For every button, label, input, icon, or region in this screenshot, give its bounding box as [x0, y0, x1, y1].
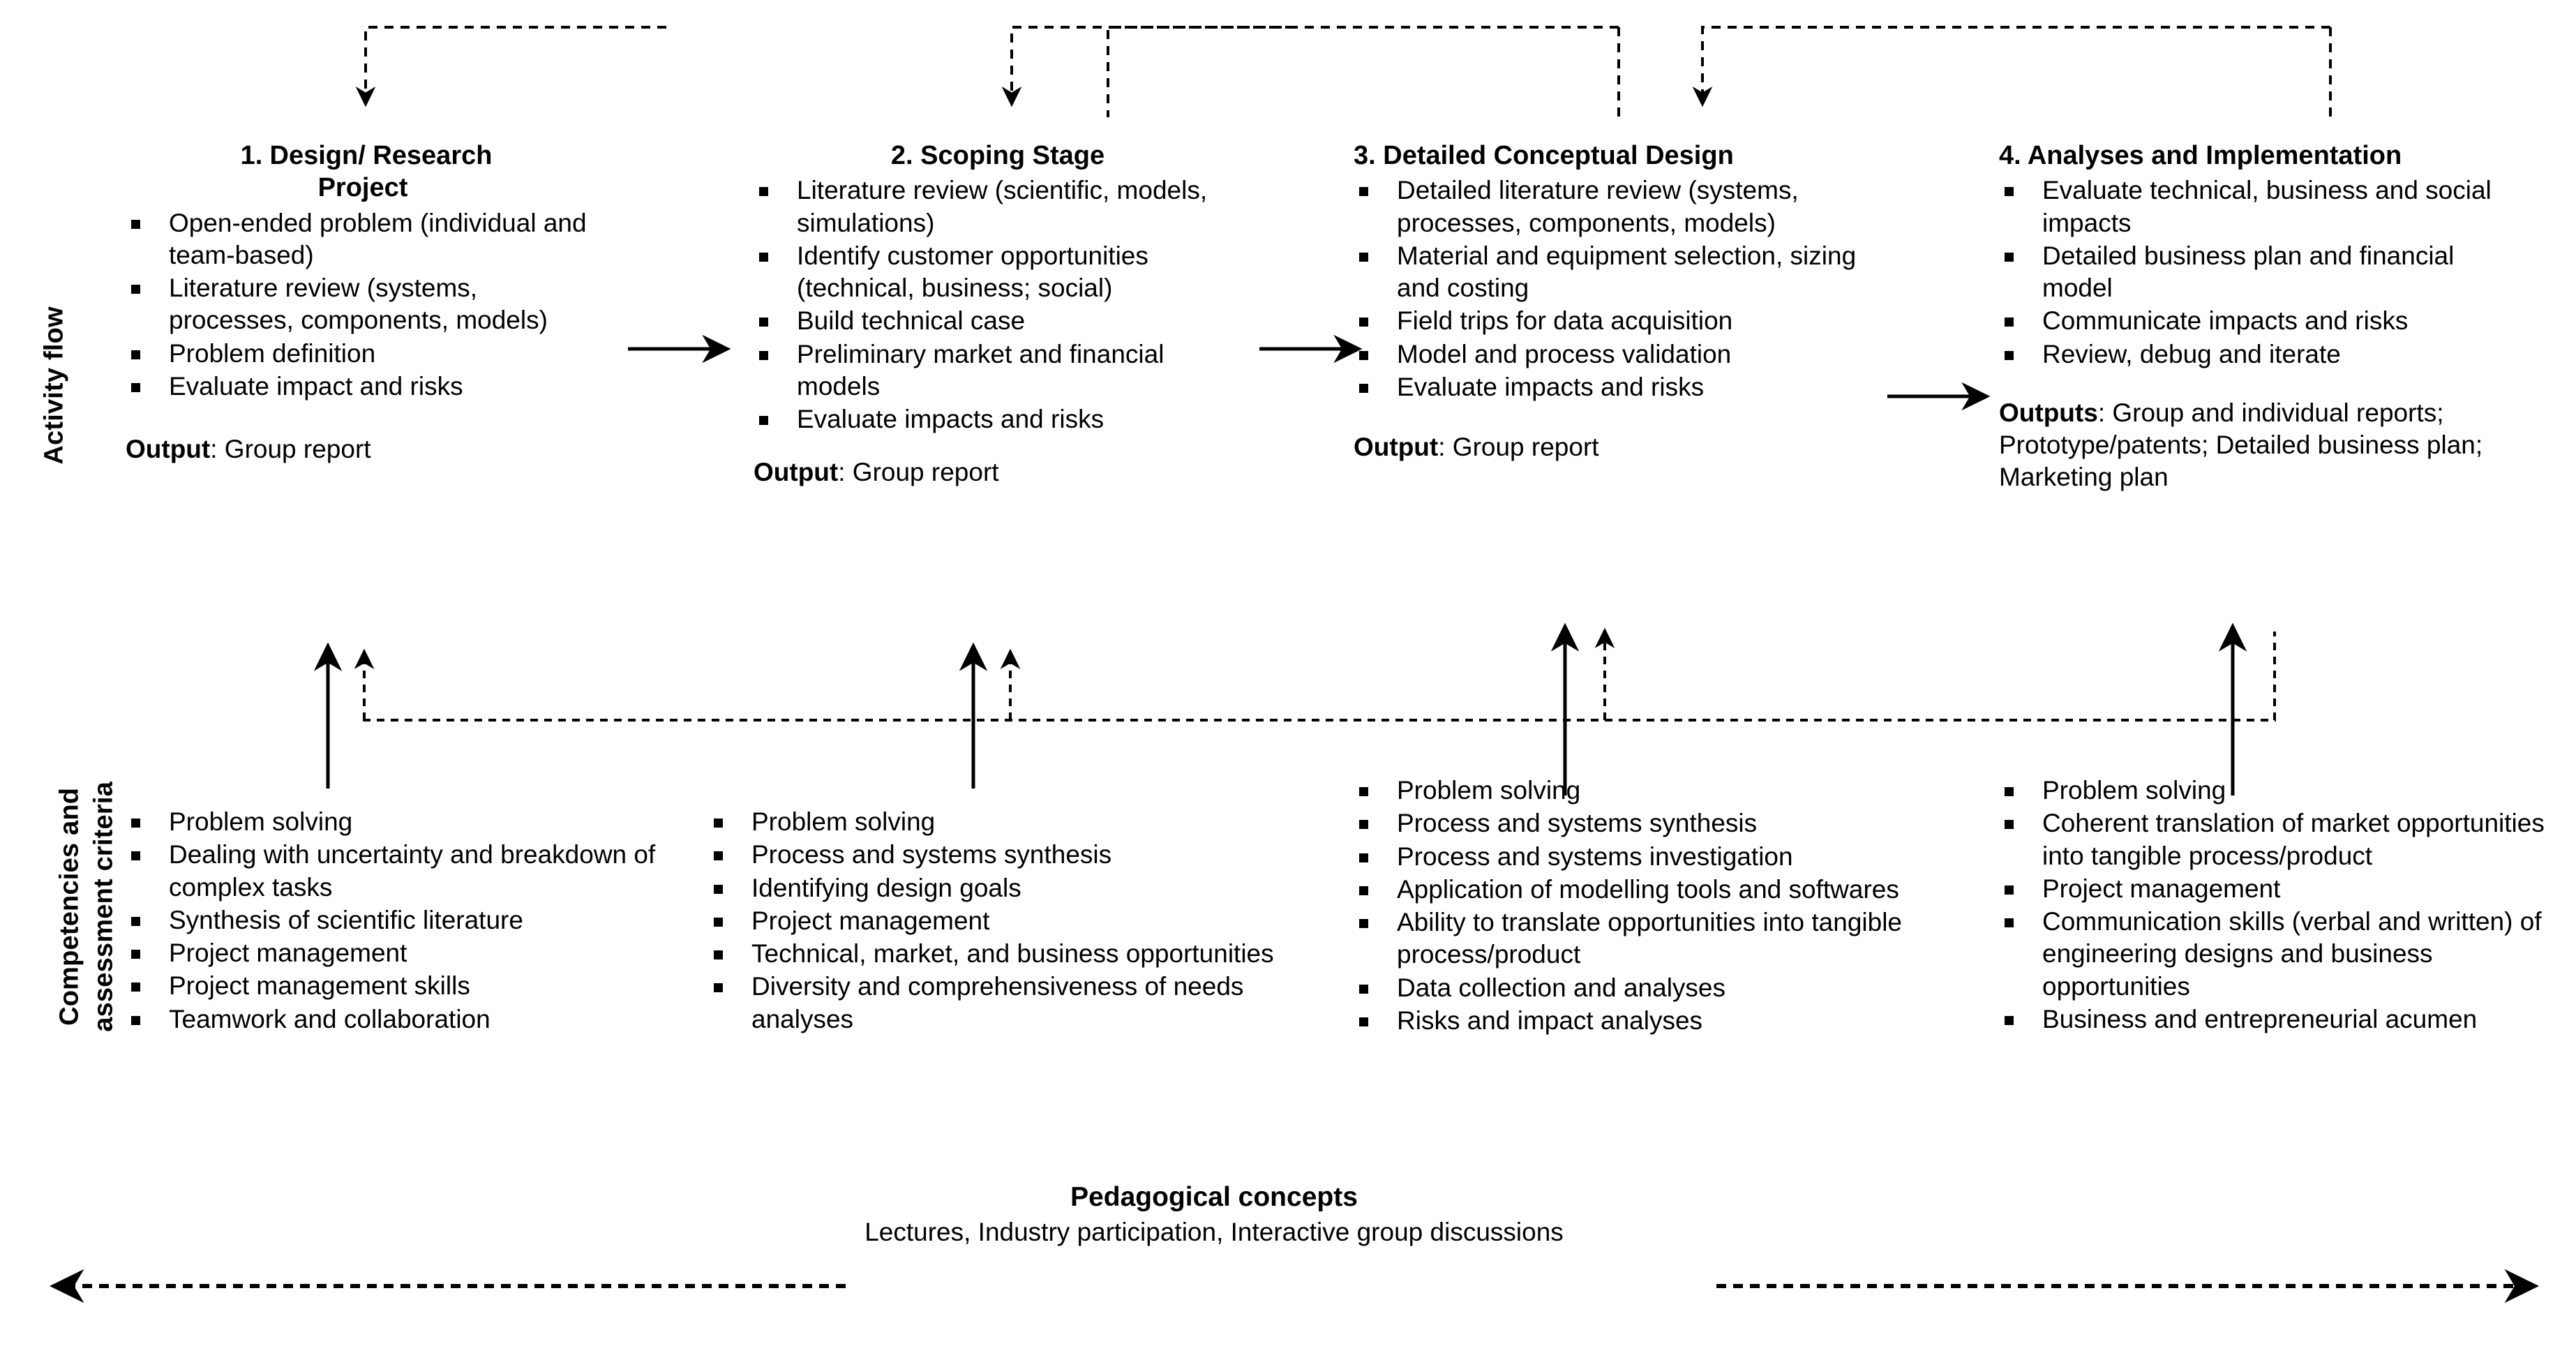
competency-4-item: Project management [1999, 873, 2550, 905]
competency-1-item: Problem solving [126, 806, 677, 838]
stage-1-output-value: : Group report [210, 435, 371, 464]
axis-label-competencies: Competencies and assessment criteria [53, 756, 122, 1056]
competency-2-item: Problem solving [708, 806, 1287, 838]
stage-column-2: 2. Scoping Stage Literature review (scie… [754, 140, 1242, 489]
axis-label-competencies-line1: Competencies and [54, 787, 84, 1026]
competency-1-item: Teamwork and collaboration [126, 1003, 677, 1036]
competency-column-1: Problem solving Dealing with uncertainty… [126, 806, 677, 1036]
stage-3-bullet-list: Detailed literature review (systems, pro… [1354, 174, 1884, 403]
stage-2-output: Output: Group report [754, 456, 1242, 488]
stage-1-bullet: Open-ended problem (individual and team-… [126, 207, 600, 272]
competency-4-item: Communication skills (verbal and written… [1999, 906, 2550, 1003]
competency-2-item: Identifying design goals [708, 872, 1287, 904]
competency-2-item: Process and systems synthesis [708, 839, 1287, 871]
competency-2-list: Problem solving Process and systems synt… [708, 806, 1287, 1036]
stage-2-bullet: Build technical case [754, 305, 1242, 337]
competency-1-item: Dealing with uncertainty and breakdown o… [126, 839, 677, 904]
top-feedback-arrow-2 [1001, 26, 1294, 107]
competency-2-item: Technical, market, and business opportun… [708, 938, 1287, 970]
competency-1-item: Project management skills [126, 970, 677, 1002]
competency-1-list: Problem solving Dealing with uncertainty… [126, 806, 677, 1036]
competency-1-item: Project management [126, 937, 677, 969]
competency-3-item: Risks and impact analyses [1354, 1005, 1933, 1037]
stage-4-bullet: Review, debug and iterate [1999, 338, 2529, 371]
competency-3-list: Problem solving Process and systems synt… [1354, 775, 1933, 1037]
competency-3-item: Data collection and analyses [1354, 972, 1933, 1004]
stage-1-output: Output: Group report [126, 433, 600, 465]
competency-3-item: Process and systems investigation [1354, 841, 1933, 873]
stage-4-bullet: Communicate impacts and risks [1999, 305, 2529, 337]
stage-2-bullet: Identify customer opportunities (technic… [754, 240, 1242, 305]
top-feedback-arrow-3 [1107, 26, 1619, 117]
stage-3-output-label: Output [1354, 433, 1439, 462]
stage-2-title: 2. Scoping Stage [890, 141, 1105, 170]
stage-4-output-label: Outputs [1999, 398, 2098, 427]
competency-4-item: Business and entrepreneurial acumen [1999, 1003, 2550, 1036]
stage-4-title: 4. Analyses and Implementation [1999, 141, 2402, 170]
stage-1-number: 1. [240, 141, 263, 170]
stage-column-1: 1.Design/ Research Project Open-ended pr… [126, 140, 600, 465]
competency-3-item: Problem solving [1354, 775, 1933, 807]
stage-4-bullet: Detailed business plan and financial mod… [1999, 240, 2529, 305]
stage-2-bullet: Literature review (scientific, models, s… [754, 174, 1242, 239]
stage-1-title-line1: Design/ Research [269, 141, 493, 170]
stage-1-bullet-list: Open-ended problem (individual and team-… [126, 207, 600, 403]
stage-3-bullet: Evaluate impacts and risks [1354, 371, 1884, 403]
stage-1-title-line2: Project [317, 173, 408, 203]
stage-2-output-label: Output [754, 458, 839, 487]
stage-2-output-value: : Group report [838, 458, 999, 487]
competency-4-item: Coherent translation of market opportuni… [1999, 807, 2550, 872]
stage-3-output: Output: Group report [1354, 431, 1884, 463]
stage-2-bullet: Preliminary market and financial models [754, 338, 1242, 403]
stage-4-bullet-list: Evaluate technical, business and social … [1999, 174, 2529, 371]
competency-4-item: Problem solving [1999, 775, 2550, 807]
pedagogy-block: Pedagogical concepts Lectures, Industry … [855, 1181, 1573, 1248]
stage-4-bullet: Evaluate technical, business and social … [1999, 174, 2529, 239]
pedagogy-title: Pedagogical concepts [1070, 1182, 1358, 1212]
stage-3-bullet: Detailed literature review (systems, pro… [1354, 174, 1884, 239]
axis-label-activity-flow: Activity flow [39, 306, 69, 465]
stage-2-bullet: Evaluate impacts and risks [754, 403, 1242, 435]
stage-4-output-value: : Group and individual reports; Prototyp… [1999, 398, 2483, 492]
competency-column-2: Problem solving Process and systems synt… [708, 806, 1287, 1036]
competency-column-3: Problem solving Process and systems synt… [1354, 775, 1933, 1038]
competency-4-list: Problem solving Coherent translation of … [1999, 775, 2550, 1036]
competency-3-item: Ability to translate opportunities into … [1354, 906, 1933, 971]
stage-1-bullet: Problem definition [126, 338, 600, 370]
stage-1-title: 1.Design/ Research Project [126, 140, 600, 204]
stage-column-4: 4. Analyses and Implementation Evaluate … [1999, 140, 2529, 494]
pedagogy-subtitle: Lectures, Industry participation, Intera… [864, 1217, 1564, 1246]
stage-column-3: 3. Detailed Conceptual Design Detailed l… [1354, 140, 1884, 463]
stage-2-bullet-list: Literature review (scientific, models, s… [754, 174, 1242, 435]
stage-3-bullet: Field trips for data acquisition [1354, 305, 1884, 337]
competency-2-item: Diversity and comprehensiveness of needs… [708, 971, 1287, 1036]
stage-3-output-value: : Group report [1438, 433, 1599, 462]
stage-3-bullet: Material and equipment selection, sizing… [1354, 240, 1884, 305]
axis-label-competencies-line2: assessment criteria [89, 782, 119, 1032]
stage-4-output: Outputs: Group and individual reports; P… [1999, 397, 2529, 494]
top-feedback-arrow-4 [1692, 26, 2330, 107]
stage-1-bullet: Literature review (systems, processes, c… [126, 272, 600, 337]
stage-1-bullet: Evaluate impact and risks [126, 371, 600, 403]
top-feedback-arrow-1 [355, 26, 666, 107]
competency-column-4: Problem solving Coherent translation of … [1999, 775, 2550, 1036]
stage-1-output-label: Output [126, 435, 211, 464]
competency-2-item: Project management [708, 905, 1287, 937]
stage-3-title: 3. Detailed Conceptual Design [1354, 141, 1734, 170]
competency-1-item: Synthesis of scientific literature [126, 904, 677, 936]
competency-3-item: Process and systems synthesis [1354, 807, 1933, 839]
stage-3-bullet: Model and process validation [1354, 338, 1884, 371]
competency-3-item: Application of modelling tools and softw… [1354, 874, 1933, 906]
